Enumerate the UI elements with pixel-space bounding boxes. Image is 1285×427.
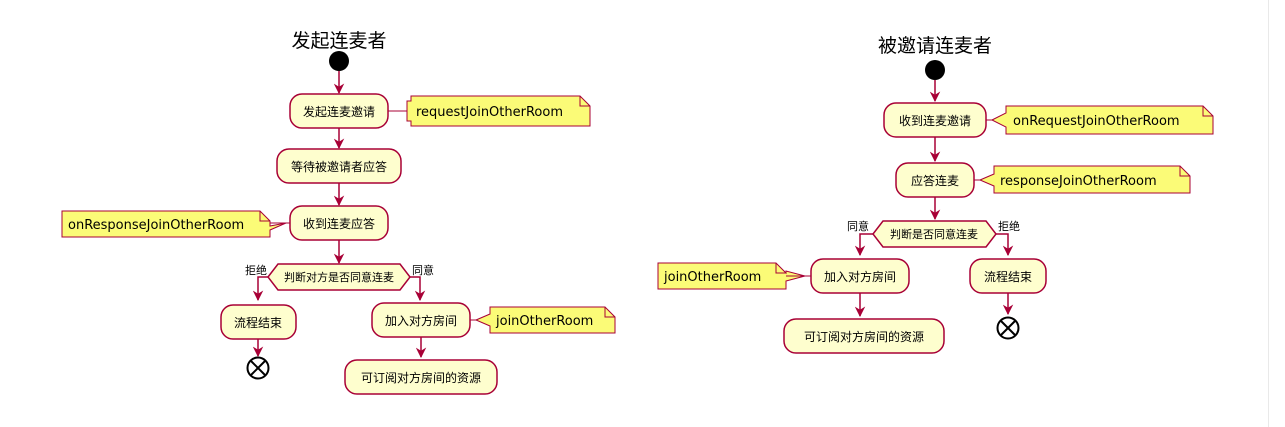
left-end-node [246,356,270,380]
right-flow-arrow [854,233,873,257]
left-action-subscribe: 可订阅对方房间的资源 [361,370,481,385]
right-branch-reject: 拒绝 [998,219,1020,233]
left-branch-reject: 拒绝 [245,263,267,277]
note-fold [775,263,786,274]
left-action-wait-response: 等待被邀请者应答 [291,159,387,174]
left-flow-arrow [410,276,426,302]
left-action-join-room: 加入对方房间 [385,313,457,328]
right-start-node [925,60,945,80]
left-action-end: 流程结束 [234,315,282,330]
left-action-receive-response: 收到连麦应答 [303,216,375,231]
page-edge-divider [1268,0,1269,427]
left-note-join-room: joinOtherRoom [495,314,593,329]
right-action-box [783,318,945,354]
right-note-response: responseJoinOtherRoom [1000,174,1157,189]
right-flow-arrow [996,233,1014,257]
note-fold [1179,166,1190,177]
right-note-on-request: onRequestJoinOtherRoom [1013,114,1180,129]
left-diagram: 发起连麦者 发起连麦邀请 requestJoinOtherRoom 等待被邀请者… [61,30,616,395]
left-flow-arrow [252,276,268,302]
note-fold [604,307,615,318]
right-action-respond: 应答连麦 [911,173,959,188]
left-action-send-invite: 发起连麦邀请 [303,104,375,119]
left-branch-agree: 同意 [412,263,434,277]
left-note-request-join: requestJoinOtherRoom [416,105,563,120]
note-fold [579,96,590,107]
left-note-shape [406,95,591,127]
right-action-end: 流程结束 [984,269,1032,284]
left-action-box [344,359,498,395]
right-decision-label: 判断是否同意连麦 [890,227,978,241]
right-branch-agree: 同意 [847,219,869,233]
right-diagram: 被邀请连麦者 收到连麦邀请 onRequestJoinOtherRoom 应答连… [657,35,1214,354]
left-decision-label: 判断对方是否同意连麦 [284,270,394,284]
left-title: 发起连麦者 [291,30,386,52]
right-action-subscribe: 可订阅对方房间的资源 [804,329,924,344]
right-title: 被邀请连麦者 [878,35,992,57]
left-note-on-response: onResponseJoinOtherRoom [68,218,244,233]
note-fold [1202,106,1213,117]
note-fold [259,211,270,222]
left-start-node [329,51,349,71]
right-note-join-room: joinOtherRoom [663,270,761,285]
right-end-node [996,316,1020,340]
right-action-receive-invite: 收到连麦邀请 [899,113,971,128]
right-action-join-room: 加入对方房间 [824,269,896,284]
left-note-shape [61,210,287,238]
